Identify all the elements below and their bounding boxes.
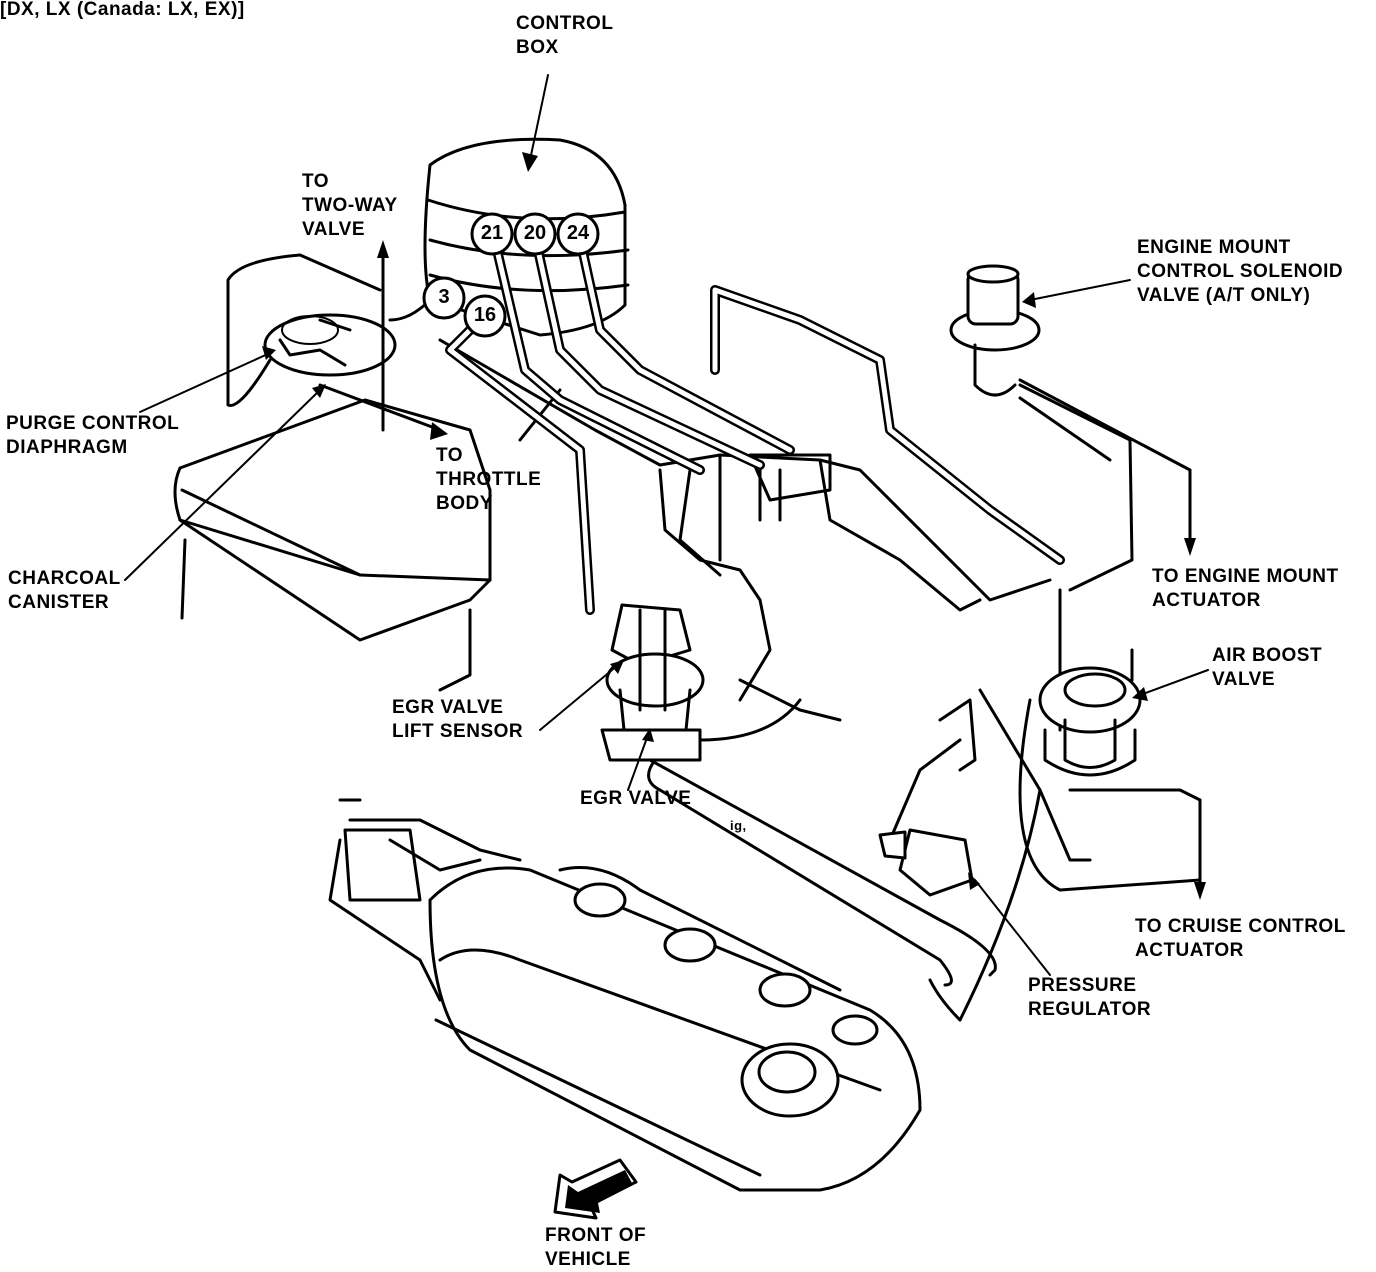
charcoal-canister-drawing [173,313,492,692]
diagram-title: [DX, LX (Canada: LX, EX)] [0,0,245,20]
callout-16: 16 [473,304,497,326]
valve-cover-drawing [328,798,922,1192]
callout-20: 20 [523,222,547,244]
stray-mark: ig, [730,818,747,833]
label-egr-valve: EGR VALVE [580,788,692,809]
leader-lines [124,74,1209,976]
fuel-rail-drawing [647,758,997,987]
pressure-regulator-drawing [878,828,974,897]
egr-valve-drawing [600,603,705,762]
callout-21: 21 [480,222,504,244]
intake-manifold-drawing [438,338,1202,1022]
callout-24: 24 [566,222,590,244]
air-boost-valve-drawing [1038,666,1142,777]
callout-3: 3 [438,286,450,308]
front-of-vehicle-arrow [553,1158,638,1220]
engine-mount-solenoid-drawing [949,264,1041,397]
